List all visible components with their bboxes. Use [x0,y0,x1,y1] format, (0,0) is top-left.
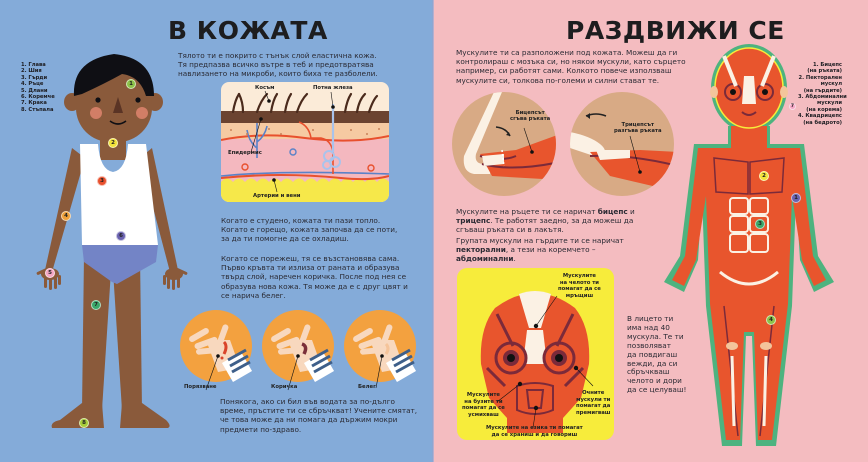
healing-text: Когато се порежеш, тя се възстановява са… [221,254,408,300]
muscles-intro-text: Мускулите ти са разположени под кожата. … [456,48,686,85]
marker-7-leg: 7 [91,300,101,310]
muscle-marker-1-biceps: 1 [791,193,801,203]
marker-5-palm: 5 [45,268,55,278]
legend-item: мускули [816,100,842,107]
legend-item: 4. Ръце [21,81,44,88]
skin-cross-section-diagram [221,82,389,202]
boy-figure-illustration [36,54,188,428]
arm-muscles-text: Мускулите на ръцете ти се наричат бицепс… [456,207,635,234]
legend-item: 3. Абдоминални [798,94,847,101]
legend-item: 3. Гърди [21,74,48,81]
legend-item: 4. Квадрицепс [798,113,842,120]
marker-4-arm: 4 [61,211,71,221]
legend-item: 8. Стъпала [21,106,54,113]
muscles-legend: 1. Бицепс (на ръката) 2. Пекторален муск… [798,62,847,126]
legend-item: (на бедрото) [803,119,842,126]
marker-3-chest: 3 [97,176,107,186]
legend-item: 5. Длани [21,87,48,94]
marker-1-head: 1 [126,79,136,89]
body-parts-legend: 1. Глава 2. Шия 3. Гърди 4. Ръце 5. Длан… [21,62,55,113]
wrinkles-text: Понякога, ако си бил във водата за по-дъ… [220,397,418,434]
marker-6-belly: 6 [116,231,126,241]
label-scar: Белег [358,384,376,390]
chest-muscles-text: Групата мускули на гърдите ти се наричат… [456,236,624,263]
hand-scab-illustration [262,310,335,391]
legend-item: (на гърдите) [803,87,842,94]
legend-item: (на ръката) [807,68,842,75]
face-muscles-diagram [457,268,614,440]
temperature-text: Когато е студено, кожата ти пази топло. … [221,216,398,244]
muscle-body-illustration [664,44,834,446]
label-epidermis: Епидермис [228,150,262,156]
muscle-marker-7: 7 [789,103,796,110]
legend-item: 2. Пекторален [798,74,842,81]
hand-scar-illustration [344,310,417,389]
right-page-muscles: РАЗДВИЖИ СЕ Мускулите ти са разположени … [434,0,868,462]
muscle-marker-2-pectoral: 2 [759,171,769,181]
legend-item: 1. Бицепс [813,62,842,68]
legend-item: мускул [820,81,842,88]
label-arteries-veins: Артерии и вени [253,193,301,199]
label-hair: Косъм [255,85,275,91]
page-title-skin: В КОЖАТА [168,16,328,45]
left-page-skin: В КОЖАТА 1. Глава 2. Шия 3. Гърди 4. Ръц… [0,0,434,462]
hand-cut-illustration [180,310,253,391]
legend-item: (на корема) [806,106,842,113]
marker-2-neck: 2 [108,138,118,148]
skin-intro-text: Тялото ти е покрито с тънък слой еластич… [178,51,378,79]
page-title-muscles: РАЗДВИЖИ СЕ [566,16,785,45]
legend-item: 1. Глава [21,62,46,68]
muscle-marker-3-abdominals: 3 [755,219,765,229]
biceps-arm-illustration [452,92,556,196]
marker-8-foot: 8 [79,418,89,428]
label-scab: Коричка [271,384,298,390]
triceps-arm-illustration [570,92,674,196]
legend-item: 7. Крака [21,100,47,107]
label-cut: Порязване [184,384,217,390]
muscle-marker-4-quadriceps: 4 [766,315,776,325]
legend-item: 2. Шия [21,68,42,75]
legend-item: 6. Коремче [21,94,55,101]
label-sweat-gland: Потна жлеза [313,85,353,91]
face-muscles-text: В лицето ти има над 40 мускула. Те ти по… [627,314,687,395]
